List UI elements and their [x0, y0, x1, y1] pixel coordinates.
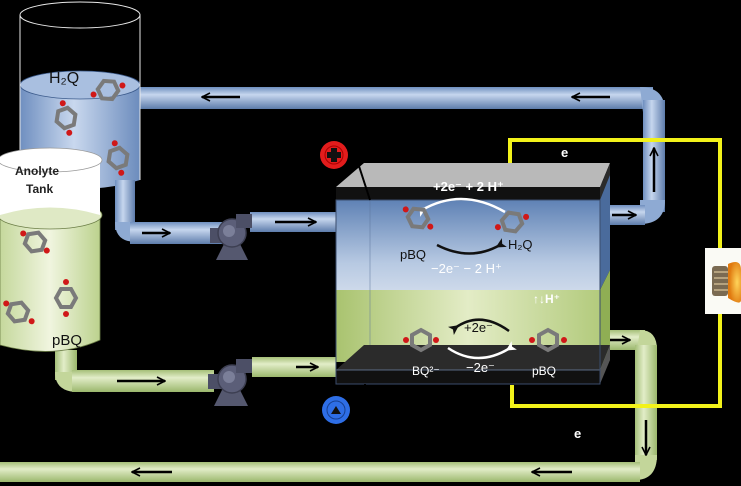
benzoquinone-molecule — [3, 300, 35, 325]
reaction-arrow-oxidation — [436, 238, 507, 255]
reaction-arrow-reduction — [448, 318, 510, 335]
electron-label: e — [561, 145, 568, 160]
anolyte-tank-title: Tank — [26, 182, 53, 196]
catholyte-tank-label: H₂Q — [49, 70, 79, 87]
light-bulb-icon — [705, 248, 741, 314]
reaction-arrow-reduction — [415, 197, 506, 217]
catholyte-reaction-reverse: −2e⁻ − 2 H⁺ — [431, 261, 502, 276]
benzoquinone-molecule — [53, 279, 79, 317]
benzoquinone-molecule — [402, 206, 434, 230]
hydroquinone-molecule — [106, 140, 130, 176]
catholyte-pipe-return — [138, 87, 665, 225]
anolyte-pipe-supply — [55, 350, 336, 392]
benzoquinone-dianion-molecule — [403, 327, 439, 353]
membrane-proton-label: ↑↓H⁺ — [533, 292, 560, 306]
anolyte-reaction-forward: +2e⁻ — [464, 320, 493, 335]
reaction-arrow-oxidation — [447, 341, 517, 360]
electron-label: e — [574, 426, 581, 441]
anolyte-pump[interactable] — [208, 359, 252, 406]
plus-terminal-icon — [320, 141, 348, 169]
hydroquinone-molecule — [54, 100, 78, 136]
external-circuit-wire — [508, 138, 722, 408]
anolyte-reaction-reverse: −2e⁻ — [466, 360, 495, 375]
positive-lead — [357, 162, 371, 201]
catholyte-reaction-forward: +2e⁻ + 2 H⁺ — [433, 179, 504, 194]
catholyte-left-species: pBQ — [400, 247, 426, 262]
hydroquinone-molecule — [494, 210, 530, 234]
benzoquinone-molecule — [20, 230, 50, 254]
hydroquinone-molecule — [90, 78, 126, 102]
flow-cell — [335, 163, 610, 385]
anolyte-right-species: pBQ — [532, 364, 556, 378]
minus-terminal-icon — [322, 396, 350, 424]
anolyte-tank-label: pBQ — [52, 332, 82, 349]
anolyte-tank-title: Anolyte — [15, 164, 59, 178]
catholyte-right-species: H₂Q — [508, 237, 533, 252]
anolyte-left-species: BQ²⁻ — [412, 364, 440, 378]
benzoquinone-molecule — [529, 327, 567, 353]
catholyte-pump[interactable] — [210, 214, 252, 260]
